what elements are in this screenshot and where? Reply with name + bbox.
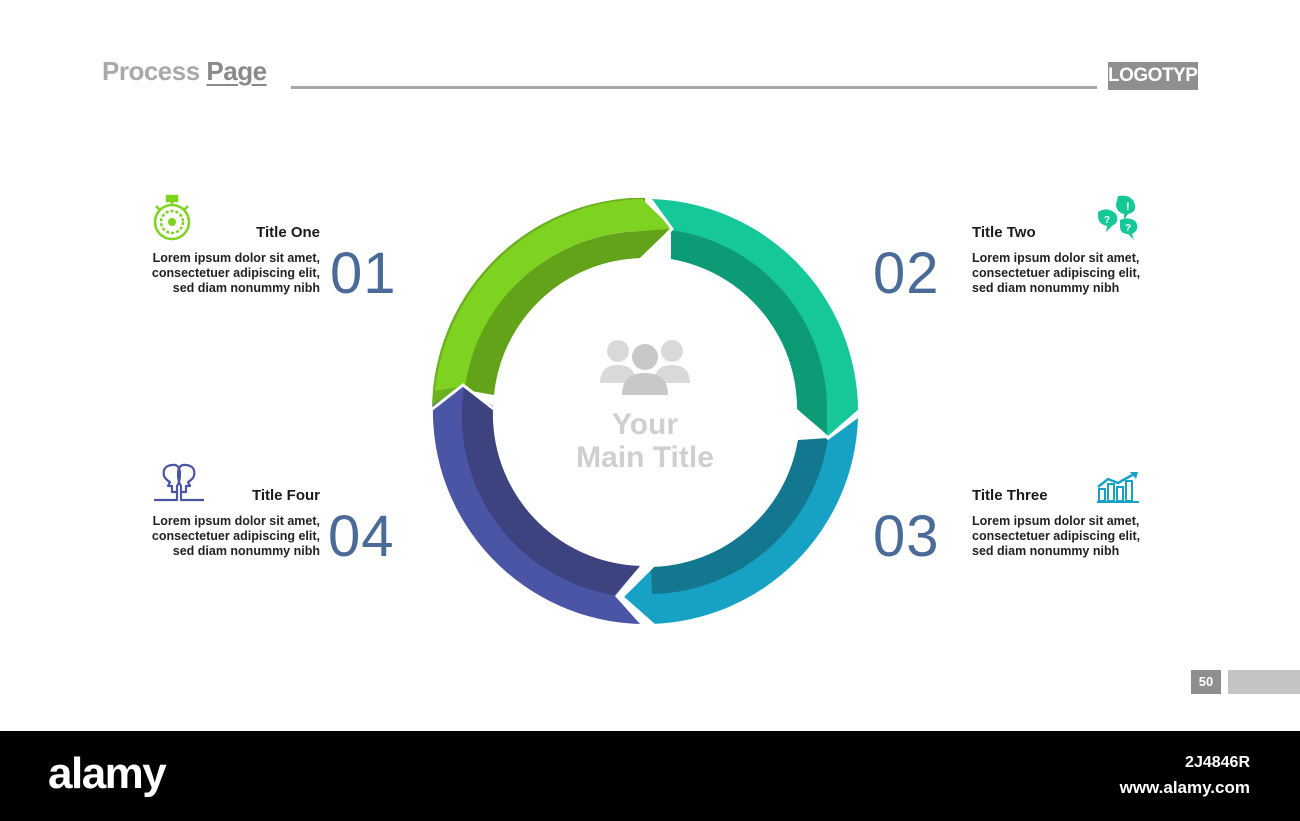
ring-segment-03	[622, 418, 858, 624]
svg-text:!: !	[1126, 201, 1130, 213]
page-number: 50	[1191, 670, 1221, 694]
step-03-number: 03	[873, 504, 940, 569]
page-title-part1: Process	[102, 56, 207, 86]
step-03-title: Title Three	[972, 487, 1048, 504]
svg-text:?: ?	[1125, 223, 1131, 234]
step-03-text: Title Three Lorem ipsum dolor sit amet, …	[972, 487, 1162, 559]
step-01-text: Title One Lorem ipsum dolor sit amet, co…	[130, 224, 320, 296]
step-02-number: 02	[873, 241, 940, 306]
ring-separators	[430, 195, 861, 628]
page-title: Process Page	[102, 56, 267, 87]
step-02-body: Lorem ipsum dolor sit amet, consectetuer…	[972, 251, 1141, 295]
speech-bubbles-icon: ! ? ?	[1098, 195, 1138, 240]
ring-segment-01	[432, 198, 672, 410]
step-03-body: Lorem ipsum dolor sit amet, consectetuer…	[972, 514, 1141, 558]
step-04-body: Lorem ipsum dolor sit amet, consectetuer…	[151, 514, 320, 558]
ring-segment-04	[432, 386, 640, 624]
footer-bar: alamy 2J4846R www.alamy.com	[0, 731, 1300, 821]
step-04-title: Title Four	[251, 487, 320, 504]
page-number-bar	[1228, 670, 1300, 694]
step-01-number: 01	[330, 241, 397, 306]
svg-text:?: ?	[1104, 215, 1110, 226]
logotype-badge: LOGOTYPE	[1108, 62, 1210, 90]
footer-brand-logo: alamy	[48, 749, 167, 798]
ring-segment-02	[652, 199, 858, 436]
footer-url: www.alamy.com	[1119, 778, 1250, 797]
step-01-body: Lorem ipsum dolor sit amet, consectetuer…	[151, 251, 320, 295]
stopwatch-icon	[153, 194, 191, 241]
header-divider	[291, 86, 1097, 89]
step-02-text: Title Two Lorem ipsum dolor sit amet, co…	[972, 224, 1162, 296]
footer-image-code: 2J4846R	[1185, 754, 1250, 771]
page-title-part2: Page	[206, 56, 267, 86]
step-04-text: Title Four Lorem ipsum dolor sit amet, c…	[130, 487, 320, 559]
step-02-title: Title Two	[972, 224, 1036, 241]
people-group-icon	[600, 340, 690, 395]
step-04-number: 04	[328, 504, 395, 569]
two-heads-icon	[154, 463, 204, 502]
step-01-title: Title One	[256, 224, 320, 241]
bar-chart-growth-icon	[1097, 472, 1139, 503]
ring-center	[495, 261, 795, 561]
